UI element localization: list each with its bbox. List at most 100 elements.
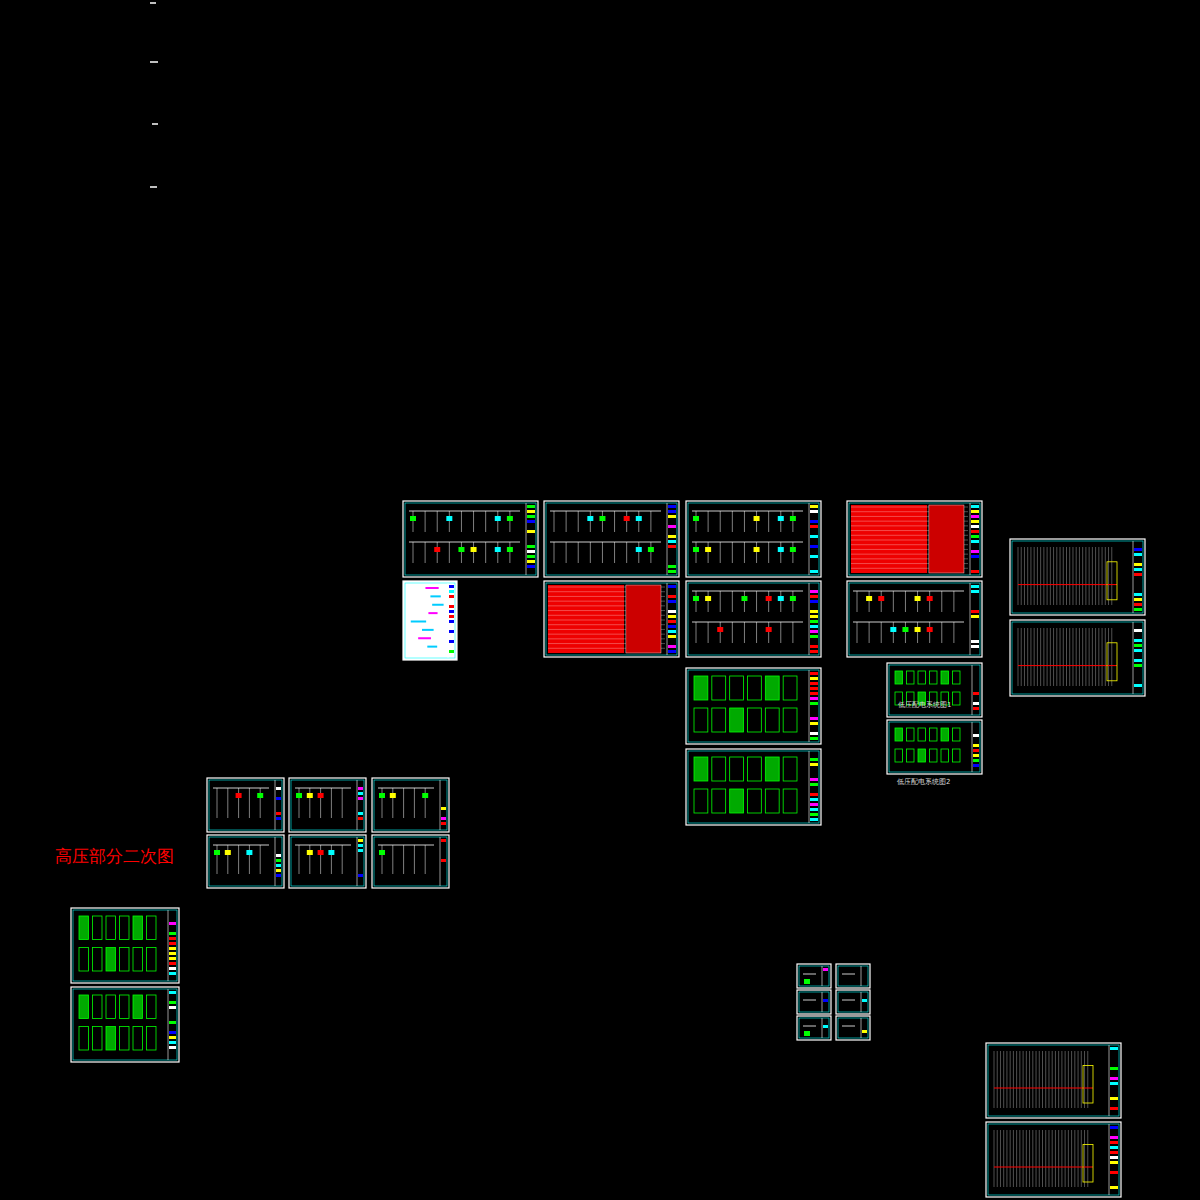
feeder-line — [626, 542, 627, 563]
sheet-border — [797, 964, 831, 988]
riser-line — [1105, 547, 1106, 605]
riser-line — [1063, 547, 1064, 605]
device-symbol — [790, 516, 796, 521]
riser-line — [1058, 1051, 1059, 1108]
riser-line — [1013, 1130, 1014, 1187]
sheet-border — [887, 720, 982, 774]
bus-line — [692, 511, 803, 512]
feeder-line — [485, 542, 486, 563]
sheet-caption: 低压配电系统图1 — [898, 700, 951, 710]
device-symbol — [754, 516, 760, 521]
circuit-block — [730, 708, 744, 732]
feeder-line — [881, 622, 882, 643]
bus-line — [409, 511, 520, 512]
title-block-cell — [810, 737, 818, 740]
title-block-cell — [823, 999, 828, 1002]
feeder-line — [953, 622, 954, 643]
circuit-block — [783, 789, 797, 813]
title-block-cell — [1134, 598, 1142, 601]
table-entry — [411, 621, 426, 623]
title-block-cell — [1134, 568, 1142, 571]
bus-line — [213, 788, 269, 789]
feeder-line — [403, 788, 404, 818]
feeder-line — [602, 542, 603, 563]
title-block-cell — [276, 817, 281, 820]
feeder-line — [708, 591, 709, 612]
feeder-line — [756, 591, 757, 612]
title-block-cell — [527, 505, 535, 508]
title-block-cell — [1110, 1097, 1118, 1100]
feeder-line — [941, 622, 942, 643]
feeder-line — [626, 511, 627, 532]
riser-line — [1060, 547, 1061, 605]
title-block-cell — [668, 540, 676, 543]
sheet-inner-frame — [291, 837, 364, 886]
feeder-line — [566, 511, 567, 532]
feeder-line — [768, 622, 769, 643]
feeder-line — [382, 845, 383, 874]
feeder-line — [917, 622, 918, 643]
title-strip-line — [1109, 1124, 1110, 1195]
title-block-cell — [668, 610, 676, 613]
feeder-line — [780, 542, 781, 563]
feeder-line — [744, 591, 745, 612]
circuit-block — [712, 757, 726, 781]
sheet-border — [71, 908, 179, 983]
riser-line — [1081, 1130, 1082, 1187]
feeder-line — [331, 845, 332, 874]
feeder-line — [905, 622, 906, 643]
title-strip-line — [822, 1018, 823, 1038]
title-block-cell — [973, 702, 979, 705]
riser-line — [1056, 628, 1057, 686]
table-entry — [418, 637, 431, 639]
sheet-border — [836, 964, 870, 988]
riser-line — [1042, 1051, 1043, 1108]
filled-table — [548, 585, 624, 653]
title-block-cell — [527, 545, 535, 548]
title-block-cell — [810, 625, 818, 628]
bus-line — [1018, 584, 1117, 585]
riser-line — [1000, 1051, 1001, 1108]
feeder-line — [744, 542, 745, 563]
bus-line — [842, 1000, 855, 1001]
feeder-line — [602, 511, 603, 532]
feeder-line — [578, 542, 579, 563]
title-block-cell — [973, 744, 979, 747]
circuit-block — [783, 708, 797, 732]
riser-line — [1021, 628, 1022, 686]
title-block-cell — [358, 797, 363, 800]
title-strip-line — [1133, 541, 1134, 613]
title-block-cell — [441, 859, 446, 862]
table-entry — [432, 604, 443, 606]
device-symbol — [636, 516, 642, 521]
title-block-cell — [810, 803, 818, 806]
riser-line — [1003, 1130, 1004, 1187]
title-block-cell — [449, 595, 454, 598]
title-strip-line — [972, 665, 973, 715]
riser-line — [1068, 1130, 1069, 1187]
feeder-line — [249, 788, 250, 818]
sheet-border — [372, 778, 449, 832]
sheet-border — [686, 581, 821, 657]
title-block-cell — [971, 610, 979, 613]
title-block-cell — [1134, 644, 1142, 647]
title-block-cell — [973, 764, 979, 767]
title-block-cell — [668, 595, 676, 598]
table-entry — [422, 629, 434, 631]
feeder-line — [941, 591, 942, 612]
riser-line — [1092, 628, 1093, 686]
tick-mark — [150, 2, 156, 4]
title-block-cell — [169, 1036, 176, 1039]
device-symbol — [778, 516, 784, 521]
title-strip-line — [822, 992, 823, 1012]
feeder-line — [473, 542, 474, 563]
title-block-cell — [810, 717, 818, 720]
feeder-line — [720, 591, 721, 612]
feeder-line — [857, 622, 858, 643]
circuit-block — [712, 708, 726, 732]
title-block-cell — [973, 692, 979, 695]
title-block-cell — [276, 797, 281, 800]
feeder-line — [309, 788, 310, 818]
title-block-cell — [1110, 1141, 1118, 1144]
circuit-block — [730, 676, 744, 700]
